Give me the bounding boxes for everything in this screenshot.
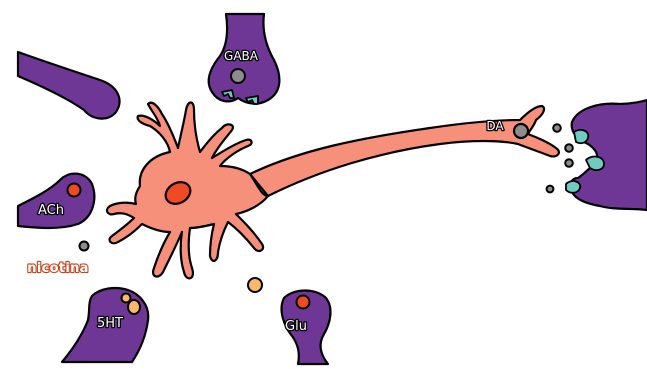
da-vesicle	[514, 124, 528, 138]
nicotina-dot	[80, 242, 89, 251]
serotonin-vesicle	[128, 300, 140, 314]
da-released-4	[547, 186, 554, 193]
terminal-topleft	[18, 52, 119, 119]
ach-label: ACh	[38, 203, 64, 218]
postsynaptic-receptor-3	[566, 181, 580, 193]
da-released-3	[565, 159, 573, 167]
terminal-ach	[18, 174, 94, 228]
nicotina-label: nicotina	[27, 261, 88, 276]
axon	[250, 106, 559, 196]
da-released-1	[553, 124, 561, 132]
postsynaptic-receptor-1	[574, 130, 588, 143]
5ht-label: 5HT	[97, 316, 123, 331]
glu-label: Glu	[285, 319, 307, 334]
ach-vesicle	[68, 184, 81, 197]
da-label: DA	[486, 119, 504, 133]
da-released-2	[565, 144, 573, 152]
glu-vesicle	[297, 296, 310, 309]
terminal-postsynaptic	[570, 100, 647, 210]
gaba-label: GABA	[224, 49, 259, 63]
serotonin-vesicle-small	[122, 294, 131, 303]
gaba-vesicle	[231, 69, 245, 83]
serotonin-free	[248, 278, 262, 292]
